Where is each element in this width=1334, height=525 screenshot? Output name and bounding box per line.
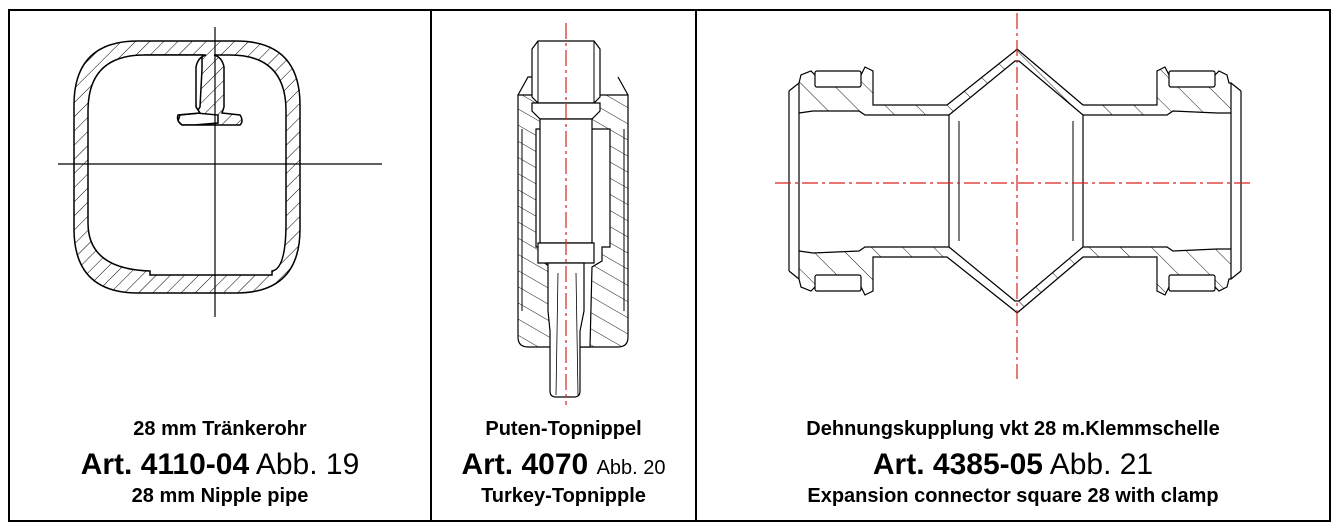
caption-article: Art. 4110-04 Abb. 19 — [10, 449, 430, 481]
figure-number: Abb. 20 — [596, 457, 666, 479]
caption-line-3: Turkey-Topnipple — [481, 485, 646, 507]
topnipple-section-drawing — [517, 23, 629, 405]
panel-expansion-connector: Dehnungskupplung vkt 28 m.Klemmschelle A… — [697, 11, 1329, 520]
caption-line-3: 28 mm Nipple pipe — [131, 485, 309, 507]
caption-line-1: 28 mm Tränkerohr — [133, 418, 307, 440]
figure-number: Abb. 21 — [1049, 448, 1154, 481]
caption-line-1: Dehnungskupplung vkt 28 m.Klemmschelle — [806, 418, 1220, 440]
caption-line-1: Puten-Topnippel — [485, 418, 642, 440]
expansion-connector-drawing — [775, 13, 1253, 379]
caption-line-3: Expansion connector square 28 with clamp — [807, 485, 1219, 507]
article-number: Art. 4385-05 — [872, 448, 1043, 481]
article-number: Art. 4110-04 — [80, 448, 250, 481]
outer-frame — [8, 9, 1331, 522]
figure-number: Abb. 19 — [255, 448, 360, 481]
clamp-bottom-right — [1168, 274, 1216, 292]
article-number: Art. 4070 — [461, 448, 589, 481]
pipe-cross-section-drawing — [58, 27, 382, 317]
clamp-top-right — [1168, 70, 1216, 88]
clamp-top-left — [814, 70, 862, 88]
panel-turkey-topnipple: Puten-Topnippel Art. 4070 Abb. 20 Turkey… — [432, 11, 695, 520]
panel-nipple-pipe: 28 mm Tränkerohr Art. 4110-04 Abb. 19 28… — [10, 11, 430, 520]
caption-article: Art. 4385-05 Abb. 21 — [697, 449, 1329, 481]
clamp-bottom-left — [814, 274, 862, 292]
caption-article: Art. 4070 Abb. 20 — [432, 449, 695, 484]
panel-divider-1 — [430, 9, 432, 522]
panel-divider-2 — [695, 9, 697, 522]
